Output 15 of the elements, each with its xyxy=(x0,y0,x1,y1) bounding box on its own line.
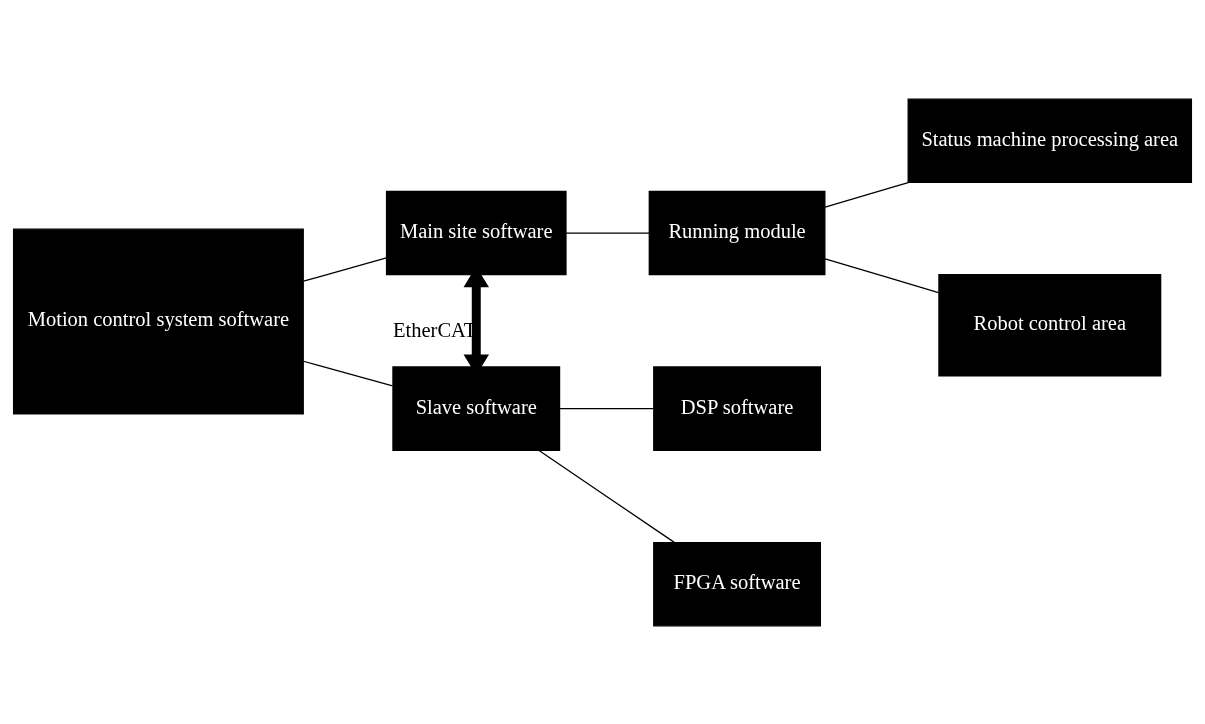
connector xyxy=(302,256,388,282)
node-box: Motion control system software xyxy=(12,228,304,414)
node-box: Running module xyxy=(648,190,826,275)
node-box: Main site software xyxy=(385,190,567,275)
node-box: Status machine processing area xyxy=(907,98,1193,183)
connector xyxy=(538,449,675,543)
connector xyxy=(824,181,909,208)
node-box: Slave software xyxy=(392,365,561,451)
node-box: DSP software xyxy=(653,365,821,451)
node-box: FPGA software xyxy=(653,541,821,626)
connector xyxy=(565,231,650,234)
connector xyxy=(302,360,394,386)
node-box: Robot control area xyxy=(938,273,1162,377)
connector xyxy=(824,257,940,293)
connector xyxy=(558,407,655,409)
